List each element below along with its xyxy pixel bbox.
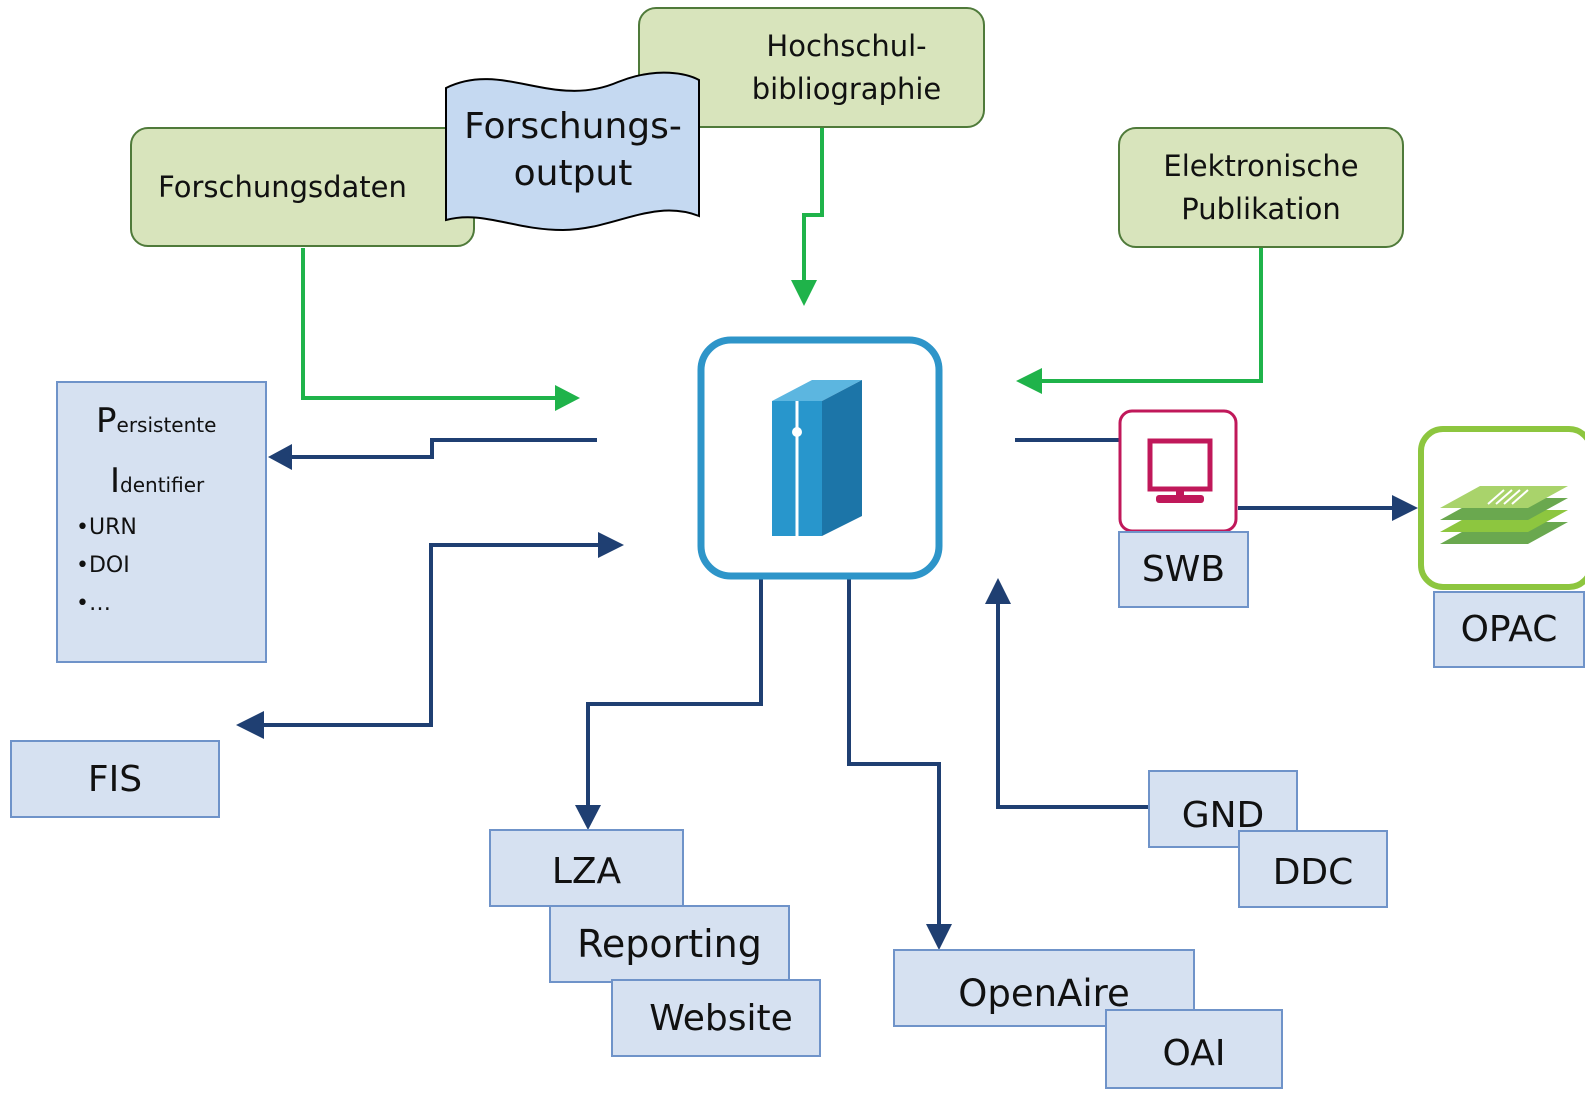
arrowhead-elektronische-publikation (1016, 368, 1042, 394)
website-label: Website (649, 997, 793, 1039)
arrowhead-fis-to-repository (598, 532, 624, 558)
arrow-repository-to-lza (586, 578, 763, 808)
oai-box: OAI (1105, 1009, 1283, 1089)
gnd-box: GND (1148, 770, 1298, 848)
elektronische-publikation-label: Elektronische Publikation (1163, 149, 1359, 226)
opac-box: OPAC (1433, 591, 1585, 668)
openaire-box: OpenAire (893, 949, 1195, 1027)
forschungsoutput-shape (445, 71, 700, 232)
identifier-item-urn: •URN (76, 515, 137, 540)
swb-label: SWB (1141, 549, 1226, 590)
identifier-item-doi: •DOI (76, 553, 130, 578)
arrow-repository-to-openaire (847, 578, 941, 926)
ddc-box: DDC (1238, 830, 1388, 908)
arrow-forschungsdaten-to-repository (301, 248, 560, 400)
identifier-rest: dentifier (120, 473, 205, 497)
lza-box: LZA (489, 829, 684, 907)
arrow-gnd-to-repository (996, 600, 1148, 809)
persistent-identifier-title: Persistente (96, 401, 216, 441)
repository-server-icon (697, 336, 943, 580)
reporting-label: Reporting (577, 922, 762, 966)
gnd-label: GND (1181, 794, 1265, 836)
persistente-rest: ersistente (116, 413, 217, 437)
arrowhead-openaire (926, 924, 952, 950)
hochschulbibliographie-label: Hochschul- bibliographie (751, 29, 942, 106)
swb-box: SWB (1118, 531, 1249, 608)
forschungsoutput-label: Forschungs- output (464, 106, 682, 194)
arrowhead-lza (575, 805, 601, 830)
arrowhead-repository-to-fis (236, 711, 264, 739)
elektronische-publikation-box: Elektronische Publikation (1118, 127, 1404, 248)
persistente-initial: P (96, 401, 117, 441)
swb-monitor-icon (1118, 409, 1238, 533)
opac-label: OPAC (1460, 609, 1558, 650)
forschungsdaten-label: Forschungsdaten (158, 169, 407, 204)
lza-label: LZA (551, 850, 622, 892)
fis-box: FIS (10, 740, 220, 818)
identifier-initial: I (110, 461, 121, 501)
oai-label: OAI (1162, 1032, 1226, 1074)
identifier-list: •URN •DOI •… (76, 509, 137, 623)
forschungsoutput-document: Forschungs- output (443, 70, 703, 240)
openaire-label: OpenAire (958, 971, 1130, 1015)
identifier-item-more: •… (76, 591, 111, 616)
arrow-repository-to-persistent-identifier (290, 438, 597, 459)
arrowhead-forschungsdaten (555, 385, 580, 411)
ddc-label: DDC (1272, 851, 1354, 893)
fis-label: FIS (87, 758, 143, 800)
arrow-hochschulbibliographie-to-repository (802, 128, 824, 285)
forschungsdaten-box: Forschungsdaten (130, 127, 475, 247)
identifier-title: Identifier (110, 461, 204, 501)
hochschulbibliographie-box: Hochschul- bibliographie (638, 7, 985, 128)
persistent-identifier-box: Persistente Identifier •URN •DOI •… (56, 381, 267, 663)
arrowhead-gnd (985, 578, 1011, 604)
arrowhead-opac (1392, 495, 1418, 521)
reporting-box: Reporting (549, 905, 790, 983)
website-box: Website (611, 979, 821, 1057)
arrowhead-persistent-identifier (268, 444, 292, 470)
arrow-repository-fis (262, 543, 600, 727)
arrowhead-hochschulbibliographie (791, 280, 817, 306)
opac-documents-icon (1418, 426, 1585, 592)
arrow-elektronische-publikation-to-repository (1038, 248, 1263, 383)
